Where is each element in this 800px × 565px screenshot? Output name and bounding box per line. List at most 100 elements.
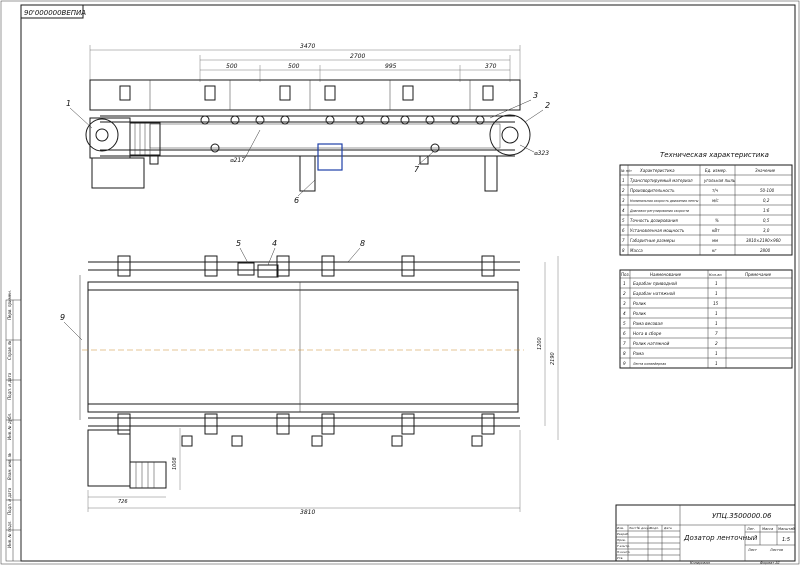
- belt-plan: [87, 281, 519, 413]
- spec-r4-c3: 0,5: [763, 218, 770, 223]
- bom-h1: Наименование: [650, 272, 682, 277]
- callout-1: 1: [66, 99, 71, 108]
- sheet-inner-border: [20, 4, 796, 562]
- callout-3: 3: [533, 91, 538, 100]
- tb-row-1: Лист: [628, 526, 637, 530]
- spec-r5-c3: 3,0: [763, 228, 770, 233]
- callout-9: 9: [60, 313, 65, 322]
- bom-r2-c2: 15: [713, 301, 719, 306]
- bom-r5-c1: Нога в сборе: [633, 331, 662, 336]
- margin-label-4: Взам. инв. №: [7, 453, 12, 480]
- bom-r0-c0: 1: [623, 281, 626, 286]
- bom-h3: Примечание: [745, 272, 772, 277]
- bom-r8-c0: 9: [623, 361, 626, 366]
- callout-8: 8: [360, 239, 365, 248]
- dim-seg2: 500: [288, 63, 300, 70]
- bom-r1-c1: Барабан натяжной: [633, 291, 675, 296]
- tb-footer-left: Копировал: [690, 561, 711, 565]
- spec-r0-c2: угольная пыль: [703, 178, 736, 183]
- spec-r3-c1: Диапазон регулирования скорости: [629, 209, 689, 213]
- side-margin: Перв. примен. Справ. № Подп. и дата Инв.…: [5, 290, 22, 562]
- spec-r3-c0: 4: [622, 208, 625, 213]
- spec-r7-c1: Масса: [630, 248, 643, 253]
- weigh-frame-side: [317, 143, 343, 171]
- dim-plan-left: 726: [118, 499, 128, 505]
- bom-r6-c2: 2: [715, 341, 718, 346]
- tb-footer-right: Формат А1: [760, 561, 780, 565]
- margin-label-2: Подп. и дата: [7, 372, 12, 400]
- bom-r2-c0: 3: [623, 301, 626, 306]
- spec-r5-c0: 6: [622, 228, 625, 233]
- tb-side-0: Разраб.: [617, 532, 629, 536]
- spec-r2-c0: 3: [622, 198, 625, 203]
- spec-r7-c0: 8: [622, 248, 625, 253]
- tb-sheets: Листов: [769, 548, 783, 552]
- spec-r6-c3: 3810×2190×960: [746, 238, 781, 243]
- bom-r0-c2: 1: [715, 281, 718, 286]
- spec-r2-c2: м/с: [712, 198, 719, 203]
- margin-label-1: Справ. №: [7, 341, 12, 360]
- bom-r5-c2: 7: [715, 331, 718, 336]
- dim-top-span: 2700: [350, 53, 365, 60]
- spec-r3-c3: 1:6: [763, 208, 770, 213]
- tb-scale-label: Масштаб: [778, 527, 795, 531]
- tb-row-3: Подп.: [650, 526, 659, 530]
- spec-r7-c3: 2800: [760, 248, 771, 253]
- drive-pulley: [85, 118, 119, 152]
- dim-seg1: 500: [226, 63, 238, 70]
- spec-r5-c1: Установленная мощность: [630, 228, 685, 233]
- rollers-side: [200, 115, 485, 153]
- bom-r1-c0: 2: [623, 291, 626, 296]
- callout-4: 4: [272, 239, 277, 248]
- spec-r6-c1: Габаритные размеры: [630, 238, 675, 243]
- bom-table: Поз. Наименование Кол-во Примечание 1 Ба…: [619, 269, 793, 369]
- tb-row-2: № докум.: [636, 526, 652, 530]
- spec-h1: Характеристика: [639, 168, 675, 173]
- callout-6: 6: [294, 196, 299, 205]
- bom-r4-c0: 5: [623, 321, 626, 326]
- spec-r4-c2: %: [715, 218, 719, 223]
- bom-r8-c1: Лента конвейерная: [632, 362, 666, 366]
- dim-plan-height: 1008: [172, 457, 178, 470]
- margin-label-6: Инв. № подл.: [7, 520, 12, 548]
- bom-h2: Кол-во: [709, 273, 722, 277]
- spec-r4-c1: Точность дозирования: [630, 218, 678, 223]
- bom-r2-c1: Ролик: [633, 301, 646, 306]
- gearbox: [89, 117, 131, 159]
- side-view: 3470 2700 500 500 995 370: [66, 43, 550, 205]
- spec-r7-c2: кг: [712, 248, 717, 253]
- tb-side-4: Утв.: [617, 556, 623, 560]
- dim-plan-width2: 2190: [550, 352, 556, 365]
- bom-r3-c0: 4: [623, 311, 626, 316]
- dim-seg4: 370: [485, 63, 497, 70]
- bom-r0-c1: Барабан приводной: [633, 281, 677, 286]
- stamp-code: 90'000000ВЕПИА: [24, 9, 86, 17]
- spec-h0: № п/п: [620, 169, 632, 173]
- spec-table: Техническая характеристика № п/п Характе…: [619, 151, 793, 256]
- tb-sheet: Лист: [747, 548, 758, 552]
- spec-r1-c1: Производительность: [630, 188, 675, 193]
- spec-r0-c1: Транспортируемый материал: [630, 178, 693, 183]
- bom-r4-c1: Рама весовая: [633, 321, 663, 326]
- bom-r7-c0: 8: [623, 351, 626, 356]
- drawing-code: УПЦ.3500000.06: [712, 512, 772, 520]
- bom-r7-c2: 1: [715, 351, 718, 356]
- tb-row-0: Изм.: [617, 526, 624, 530]
- bom-r1-c2: 1: [715, 291, 718, 296]
- tb-lit-label: Лит.: [746, 527, 755, 531]
- bom-r3-c1: Ролик: [633, 311, 646, 316]
- bom-h0: Поз.: [621, 272, 630, 277]
- dim-seg3: 995: [385, 63, 397, 70]
- bom-r6-c0: 7: [623, 341, 626, 346]
- spec-r6-c0: 7: [622, 238, 625, 243]
- bom-r7-c1: Рама: [633, 351, 644, 356]
- spec-r6-c2: мм: [712, 238, 718, 243]
- margin-label-3: Инв. № дубл.: [7, 413, 12, 440]
- dim-drive-dia: ⌀217: [230, 157, 245, 164]
- margin-label-0: Перв. примен.: [7, 290, 12, 320]
- plan-view: 1200 2190 726 1008 3810 5 4 8 9: [60, 239, 559, 516]
- bom-r3-c2: 1: [715, 311, 718, 316]
- tb-mass-label: Масса: [762, 527, 773, 531]
